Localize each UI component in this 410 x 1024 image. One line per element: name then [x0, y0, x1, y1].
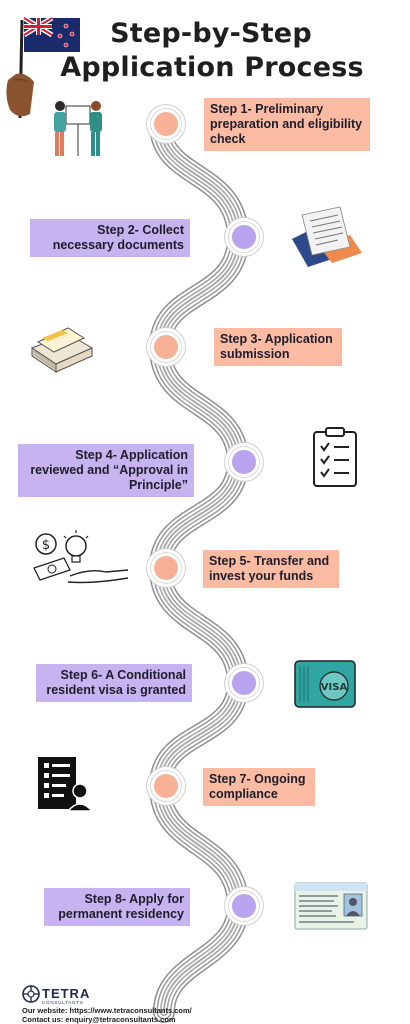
title-line-2: Application Process [60, 52, 364, 83]
contact-text[interactable]: Contact us: enquiry@tetraconsultants.com [22, 1015, 176, 1024]
clipboard-checklist-icon [313, 427, 357, 487]
visa-passport-icon: VISA [294, 660, 356, 708]
step-8-node [229, 891, 259, 921]
step-7-node [151, 771, 181, 801]
new-zealand-flag-icon [6, 15, 80, 119]
paper-stack-icon [30, 327, 94, 373]
step-1-node [151, 109, 181, 139]
step-3-node [151, 332, 181, 362]
money-investment-icon: $ [33, 530, 129, 584]
document-person-icon [38, 757, 94, 812]
documents-stack-icon [292, 206, 362, 267]
step-8-label: Step 8- Apply for permanent residency [44, 888, 190, 926]
tetra-logo-icon [22, 985, 40, 1003]
step-2-node [229, 222, 259, 252]
residence-card-icon [294, 882, 368, 930]
step-5-node [151, 553, 181, 583]
svg-text:VISA: VISA [321, 682, 348, 693]
svg-text:$: $ [42, 538, 50, 553]
step-5-label: Step 5- Transfer and invest your funds [203, 550, 339, 588]
website-text[interactable]: Our website: https://www.tetraconsultant… [22, 1006, 192, 1015]
title-line-1: Step-by-Step [110, 18, 312, 49]
consultation-people-icon [54, 101, 102, 156]
step-7-label: Step 7- Ongoing compliance [203, 768, 315, 806]
step-3-label: Step 3- Application submission [214, 328, 342, 366]
step-1-label: Step 1- Preliminary preparation and elig… [204, 98, 370, 151]
brand-name: TETRA [42, 986, 91, 1001]
step-6-node [229, 668, 259, 698]
step-6-label: Step 6- A Conditional resident visa is g… [36, 664, 192, 702]
step-4-node [229, 447, 259, 477]
step-2-label: Step 2- Collect necessary documents [30, 219, 190, 257]
brand-subtitle: CONSULTANTS [42, 1000, 84, 1005]
step-4-label: Step 4- Application reviewed and “Approv… [18, 444, 194, 497]
